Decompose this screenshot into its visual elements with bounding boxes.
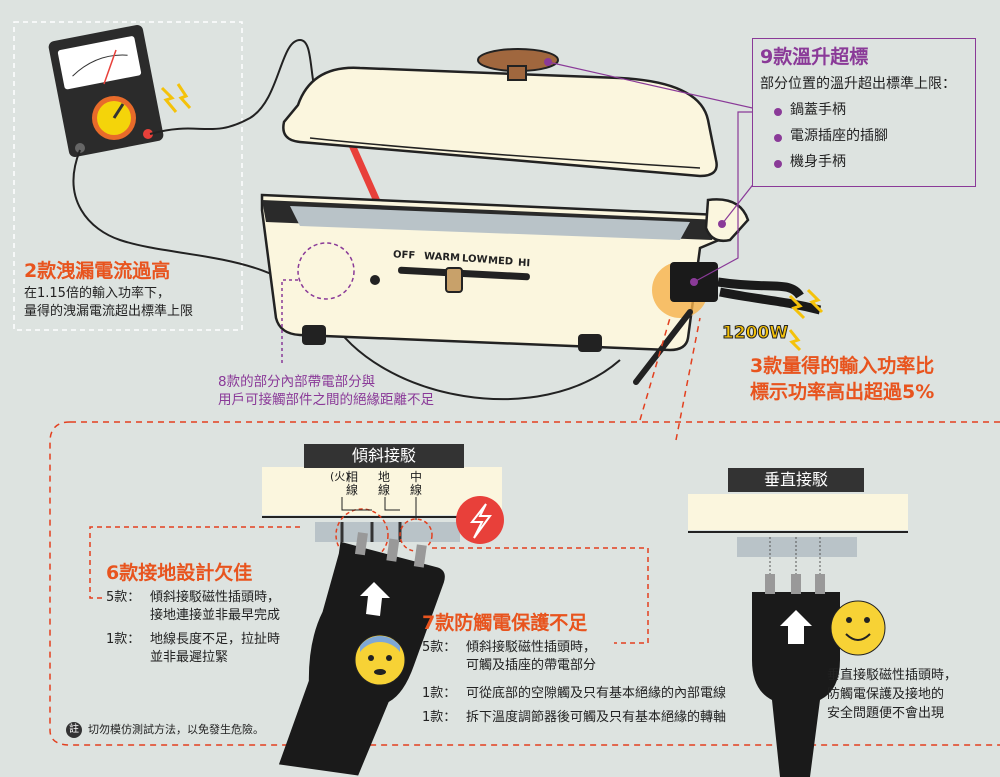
callout-dot (718, 220, 726, 228)
issue7-leader (432, 547, 649, 644)
live-wire-label: 相線 (346, 470, 359, 497)
issue2-title: 2款洩漏電流過高 (24, 260, 171, 282)
zoom-leader (639, 317, 671, 421)
vertical-socket-contacts (737, 537, 857, 557)
vertical-note: 垂直接駁磁性插頭時， (827, 668, 958, 683)
issue6-title: 6款接地設計欠佳 (106, 562, 253, 584)
callout-dot (544, 58, 552, 66)
issue9-title: 9款溫升超標 (760, 46, 869, 68)
slanted-header: 傾斜接駁 (304, 444, 464, 468)
vertical-socket (688, 494, 908, 530)
dial-off-label: OFF (392, 249, 416, 262)
issue9-leader (693, 111, 752, 283)
detail-frame (49, 421, 1000, 746)
issue7-count: 1款： (422, 710, 457, 725)
issue9-item: 電源插座的插腳 (790, 128, 888, 144)
callout-dot (690, 278, 698, 286)
dial-warm-label: WARM (423, 251, 461, 264)
shock-badge-icon (456, 496, 504, 544)
issue6-leader (89, 526, 300, 599)
issue6-count: 1款： (106, 632, 141, 647)
contact-highlight (335, 508, 389, 562)
hotplate-illustration (260, 48, 822, 385)
zoom-leader (675, 317, 701, 441)
wattage-label: 1200W (721, 322, 789, 343)
issue6-count: 5款： (106, 590, 141, 605)
multimeter-icon (48, 24, 164, 158)
dial-hi-label: HI (517, 257, 531, 270)
issue7-title: 7款防觸電保護不足 (422, 612, 588, 634)
worried-face-icon (354, 634, 406, 686)
issue9-item: 鍋蓋手柄 (790, 102, 846, 118)
issue7-detail: 可觸及插座的帶電部分 (466, 658, 597, 673)
vertical-header: 垂直接駁 (728, 468, 864, 492)
spark-icon (160, 86, 178, 113)
vertical-plug-icon (752, 574, 840, 777)
dial-med-label: MED (487, 255, 514, 268)
issue8-leader (281, 279, 298, 366)
issue6-detail: 地線長度不足，拉扯時 (150, 632, 281, 647)
issue2-line: 在1.15倍的輸入功率下， (24, 286, 170, 301)
issue7-count: 5款： (422, 640, 457, 655)
vertical-note: 防觸電保護及接地的 (827, 687, 945, 702)
live-paren-label: (火) (330, 470, 350, 483)
issue7-detail: 拆下溫度調節器後可觸及只有基本絕緣的轉軸 (466, 710, 727, 725)
spark-icon (788, 294, 806, 320)
dial-low-label: LOW (461, 253, 488, 266)
panel-highlight (297, 242, 355, 300)
bullet-icon (774, 134, 782, 142)
issue6-detail: 並非最遲拉緊 (150, 650, 229, 665)
issue9-leader (547, 61, 771, 113)
footnote-text: 切勿模仿測試方法，以免發生危險。 (88, 723, 264, 736)
issue7-count: 1款： (422, 686, 457, 701)
neutral-wire-label: 中線 (410, 470, 423, 497)
issue9-desc: 部分位置的溫升超出標準上限： (760, 76, 956, 92)
spark-icon (176, 83, 192, 110)
issue3-line: 3款量得的輸入功率比 (750, 355, 935, 377)
bullet-icon (774, 160, 782, 168)
issue8-line: 用戶可接觸部件之間的絕緣距離不足 (218, 392, 434, 408)
slanted-socket-contacts (315, 522, 460, 542)
smiling-face-icon (830, 600, 886, 656)
issue6-detail: 傾斜接駁磁性插頭時， (150, 590, 281, 605)
meter-frame (13, 21, 243, 331)
issue7-detail: 傾斜接駁磁性插頭時， (466, 640, 597, 655)
spark-icon (788, 329, 802, 352)
issue8-line: 8款的部分內部帶電部分與 (218, 374, 376, 390)
spark-icon (806, 288, 824, 314)
issue3-line: 標示功率高出超過5% (750, 381, 935, 403)
issue7-detail: 可從底部的空隙觸及只有基本絕緣的內部電線 (466, 686, 727, 701)
vertical-note: 安全問題便不會出現 (827, 706, 945, 721)
ground-wire-label: 地線 (378, 470, 391, 497)
issue9-item: 機身手柄 (790, 154, 846, 170)
issue9-box (752, 38, 976, 187)
issue6-detail: 接地連接並非最早完成 (150, 608, 281, 623)
issue2-line: 量得的洩漏電流超出標準上限 (24, 304, 194, 319)
bullet-icon (774, 108, 782, 116)
note-badge-icon: 註 (66, 722, 82, 738)
